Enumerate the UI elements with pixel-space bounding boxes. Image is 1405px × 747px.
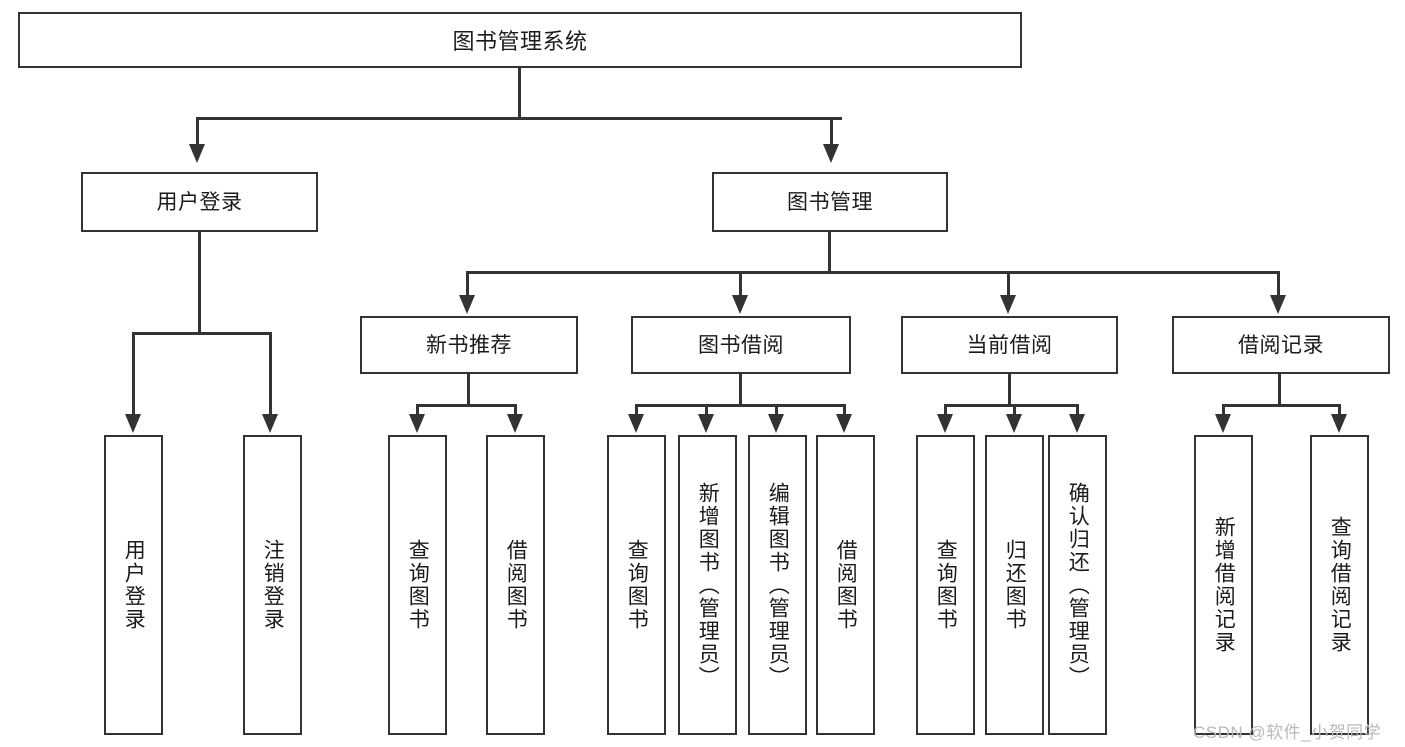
connector-cb-drop-3 [1076, 404, 1079, 416]
arrowhead-book-manage [823, 144, 839, 163]
node-current-borrow[interactable]: 当前借阅 [901, 316, 1118, 374]
connector-nbr-drop-2 [514, 404, 517, 416]
connector-cb-drop-2 [1013, 404, 1016, 416]
connector-br-drop-2 [1338, 404, 1341, 416]
arrowhead-current-borrow [1000, 295, 1016, 314]
node-leaf-add-record[interactable]: 新增借阅记录 [1194, 435, 1253, 735]
node-book-management-system[interactable]: 图书管理系统 [18, 12, 1022, 68]
connector-root-stem [518, 68, 521, 118]
node-borrow-record[interactable]: 借阅记录 [1172, 316, 1390, 374]
leaf-label: 借阅图书 [834, 539, 858, 631]
connector-book-manage-stem [828, 232, 831, 272]
arrowhead-leaf-confirm-return [1069, 414, 1085, 433]
connector-borrow-record-stem [1278, 374, 1281, 406]
connector-book-borrow-stem [739, 374, 742, 406]
arrowhead-leaf-query-book-2 [628, 414, 644, 433]
arrowhead-leaf-query-record [1331, 414, 1347, 433]
arrowhead-leaf-return-book [1006, 414, 1022, 433]
connector-book-manage-bus [466, 271, 1278, 274]
leaf-label: 查询借阅记录 [1328, 516, 1352, 654]
connector-user-login-drop-1 [132, 332, 135, 416]
connector-new-book-recommend-bus [416, 404, 515, 407]
connector-user-login-stem [198, 232, 201, 334]
connector-bb-drop-1 [635, 404, 638, 416]
leaf-label: 编辑图书（管理员） [766, 481, 790, 689]
connector-bb-drop-4 [843, 404, 846, 416]
arrowhead-new-book-recommend [459, 295, 475, 314]
connector-to-borrow-record [1277, 271, 1280, 297]
connector-root-to-user-login [196, 117, 199, 145]
connector-user-login-drop-2 [269, 332, 272, 416]
node-leaf-borrow-book-2[interactable]: 借阅图书 [816, 435, 875, 735]
node-new-book-recommend[interactable]: 新书推荐 [360, 316, 578, 374]
connector-book-borrow-bus [635, 404, 845, 407]
node-book-manage[interactable]: 图书管理 [712, 172, 948, 232]
arrowhead-borrow-record [1270, 295, 1286, 314]
connector-root-to-book-manage [830, 117, 833, 145]
arrowhead-user-login [189, 144, 205, 163]
connector-cb-drop-1 [944, 404, 947, 416]
node-leaf-query-record[interactable]: 查询借阅记录 [1310, 435, 1369, 735]
node-leaf-edit-book[interactable]: 编辑图书（管理员） [748, 435, 807, 735]
connector-user-login-bus [132, 332, 271, 335]
connector-new-book-recommend-stem [467, 374, 470, 406]
leaf-label: 新增图书（管理员） [696, 481, 720, 689]
connector-root-bus [196, 117, 842, 120]
node-leaf-confirm-return[interactable]: 确认归还（管理员） [1048, 435, 1107, 735]
leaf-label: 借阅图书 [504, 539, 528, 631]
csdn-watermark: CSDN @软件_小贺同学 [1193, 723, 1382, 742]
node-user-login[interactable]: 用户登录 [81, 172, 318, 232]
leaf-label: 用户登录 [122, 539, 146, 631]
arrowhead-leaf-edit-book [768, 414, 784, 433]
connector-current-borrow-bus [944, 404, 1077, 407]
arrowhead-leaf-borrow-book-1 [507, 414, 523, 433]
arrowhead-leaf-user-login [125, 414, 141, 433]
leaf-label: 归还图书 [1003, 539, 1027, 631]
connector-to-new-book-recommend [466, 271, 469, 297]
arrowhead-leaf-user-logout [262, 414, 278, 433]
arrowhead-book-borrow [732, 295, 748, 314]
leaf-label: 查询图书 [406, 539, 430, 631]
node-leaf-user-login[interactable]: 用户登录 [104, 435, 163, 735]
node-leaf-add-book[interactable]: 新增图书（管理员） [678, 435, 737, 735]
leaf-label: 查询图书 [625, 539, 649, 631]
connector-to-current-borrow [1007, 271, 1010, 297]
node-leaf-query-book-2[interactable]: 查询图书 [607, 435, 666, 735]
leaf-label: 查询图书 [934, 539, 958, 631]
arrowhead-leaf-borrow-book-2 [836, 414, 852, 433]
arrowhead-leaf-query-book-3 [937, 414, 953, 433]
connector-borrow-record-bus [1222, 404, 1339, 407]
connector-to-book-borrow [739, 271, 742, 297]
node-leaf-query-book-1[interactable]: 查询图书 [388, 435, 447, 735]
arrowhead-leaf-add-book [698, 414, 714, 433]
leaf-label: 注销登录 [261, 539, 285, 631]
node-leaf-query-book-3[interactable]: 查询图书 [916, 435, 975, 735]
arrowhead-leaf-query-book-1 [409, 414, 425, 433]
connector-br-drop-1 [1222, 404, 1225, 416]
connector-nbr-drop-1 [416, 404, 419, 416]
node-leaf-user-logout[interactable]: 注销登录 [243, 435, 302, 735]
connector-bb-drop-3 [775, 404, 778, 416]
leaf-label: 确认归还（管理员） [1066, 481, 1090, 689]
leaf-label: 新增借阅记录 [1212, 516, 1236, 654]
node-leaf-return-book[interactable]: 归还图书 [985, 435, 1044, 735]
connector-bb-drop-2 [705, 404, 708, 416]
connector-current-borrow-stem [1008, 374, 1011, 406]
arrowhead-leaf-add-record [1215, 414, 1231, 433]
node-leaf-borrow-book-1[interactable]: 借阅图书 [486, 435, 545, 735]
node-book-borrow[interactable]: 图书借阅 [631, 316, 851, 374]
